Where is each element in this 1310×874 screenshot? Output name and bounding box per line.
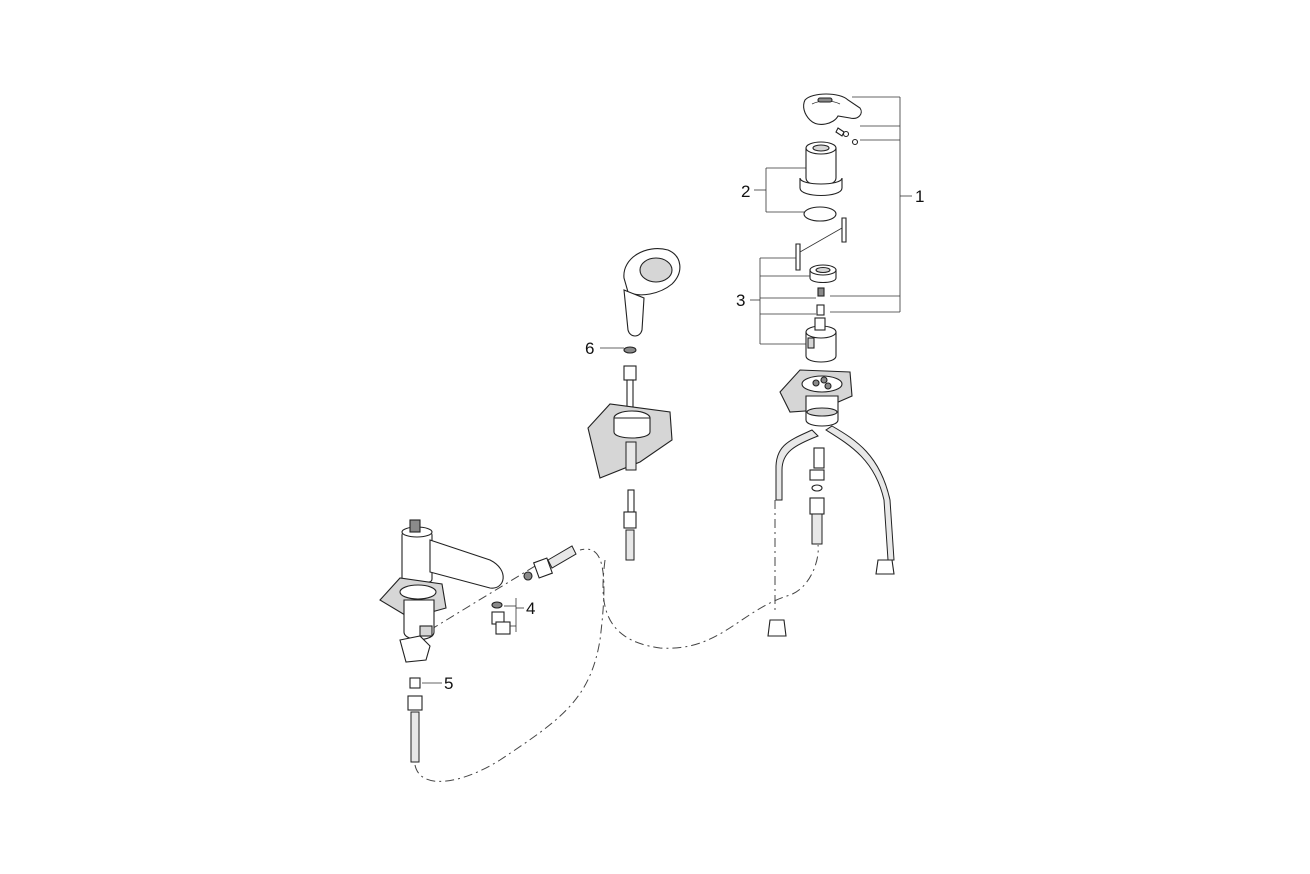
- hand-shower-head: [623, 248, 681, 337]
- callout-2: 2: [741, 182, 750, 201]
- shower-holder: [587, 365, 673, 561]
- callout-1-leaders: [830, 96, 912, 313]
- callout-1: 1: [915, 187, 924, 206]
- cartridge: [805, 317, 837, 363]
- callout-2-leaders: [754, 167, 806, 213]
- mixer-body-base: [779, 369, 853, 427]
- shower-washer: [623, 346, 637, 354]
- callout-4-leaders: [504, 598, 524, 632]
- sleeve-cover: [799, 141, 843, 197]
- hose-routing-line-2: [602, 544, 819, 649]
- spout-fittings: [491, 601, 511, 635]
- mounting-screws: [795, 217, 847, 271]
- bath-spout: [379, 519, 504, 663]
- o-ring: [803, 206, 837, 222]
- spindle-parts: [816, 287, 825, 316]
- supply-hoses-right: [767, 425, 895, 637]
- hose-routing-line: [414, 548, 605, 782]
- fixing-nut: [809, 264, 837, 284]
- axis-line-left: [429, 559, 546, 631]
- hose-connector: [523, 545, 577, 581]
- lever-handle: [803, 93, 862, 125]
- callout-3: 3: [736, 291, 745, 310]
- set-screw-and-cap: [835, 127, 859, 146]
- callout-6: 6: [585, 339, 594, 358]
- callout-3-leaders: [750, 257, 816, 345]
- left-supply-hose: [407, 677, 423, 763]
- callout-5: 5: [444, 674, 453, 693]
- callout-4: 4: [526, 599, 535, 618]
